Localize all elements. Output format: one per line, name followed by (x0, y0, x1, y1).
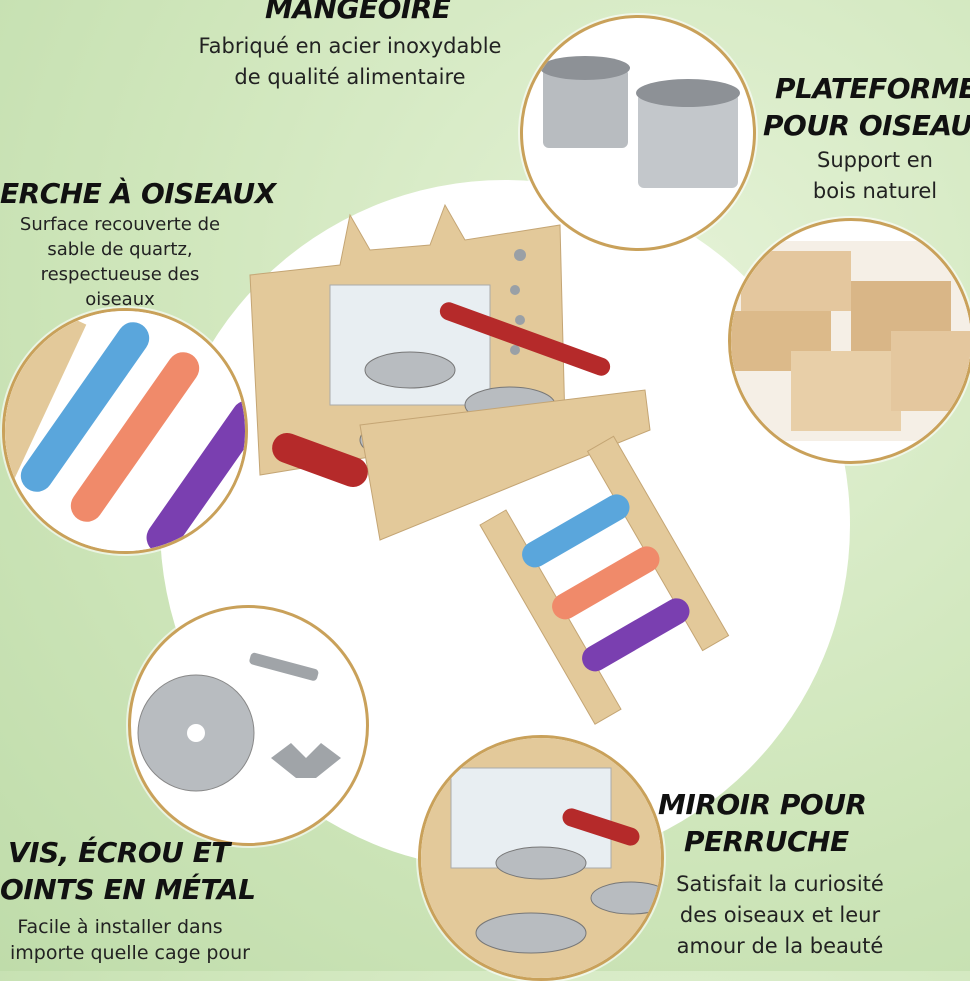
perch-line-4: oiseaux (85, 289, 155, 310)
mirror-line-3: amour de la beauté (676, 934, 884, 958)
hardware-line-1: Facile à installer dans (17, 916, 223, 938)
hardware-title-1: VIS, ÉCROU ET (8, 836, 230, 869)
feeder-title: MANGEOIRE (265, 0, 451, 25)
platform-line-2: bois naturel (812, 179, 938, 203)
perch-title: ERCHE À OISEAUX (0, 177, 276, 210)
hardware-line-2: importe quelle cage pour (10, 942, 250, 964)
hardware-title-2: OINTS EN MÉTAL (0, 873, 256, 906)
perch-line-3: respectueuse des (40, 264, 200, 285)
feeder-line-1: Fabriqué en acier inoxydable (198, 34, 502, 58)
mirror-detail-circle (418, 735, 664, 981)
platform-title-2: POUR OISEAU (763, 109, 970, 142)
mirror-line-1: Satisfait la curiosité (676, 872, 884, 896)
hardware-detail-circle (128, 605, 369, 846)
mirror-line-2: des oiseaux et leur (679, 903, 881, 927)
platform-line-1: Support en (817, 148, 933, 172)
perch-line-1: Surface recouverte de (19, 214, 221, 235)
perch-detail-circle (2, 308, 248, 554)
feeder-detail-circle (520, 15, 756, 251)
feeder-line-2: de qualité alimentaire (234, 65, 466, 89)
perch-line-2: sable de quartz, (47, 239, 193, 260)
mirror-title-1: MIROIR POUR (658, 788, 867, 821)
product-illustration (249, 203, 730, 725)
wood-detail-circle (728, 218, 970, 464)
mirror-title-2: PERRUCHE (684, 825, 849, 858)
platform-title-1: PLATEFORME (775, 72, 970, 105)
